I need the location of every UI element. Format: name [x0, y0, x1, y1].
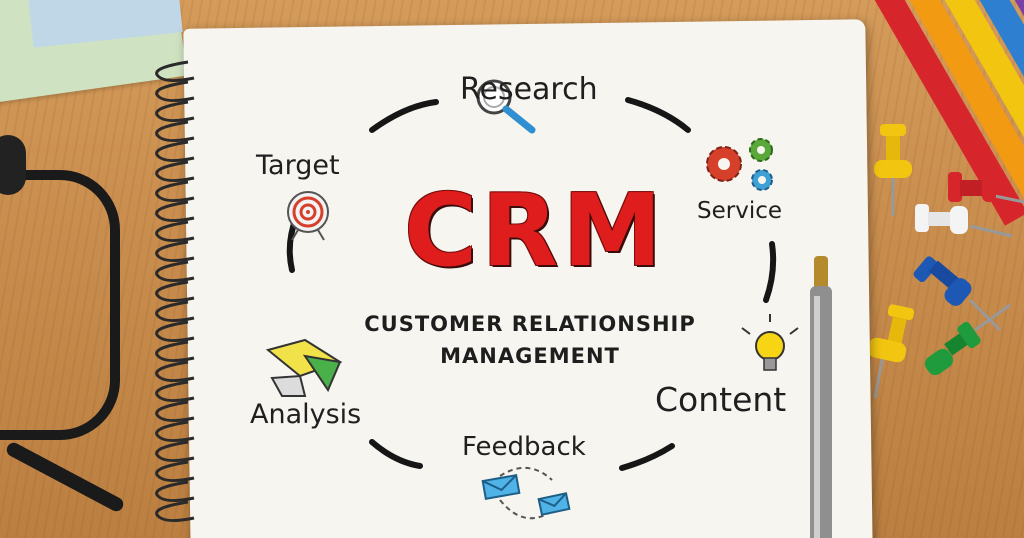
pencil-set: [840, 0, 1024, 226]
push-pin-white: [915, 204, 1013, 238]
cycle-arcs: [286, 97, 777, 471]
pen-icon: [810, 256, 832, 538]
spiral-binding: [155, 60, 195, 523]
eyeglasses-frame: [0, 170, 120, 440]
subtitle-line-2: MANAGEMENT: [440, 344, 620, 368]
eyeglasses-hinge: [0, 135, 26, 195]
push-pin-yellow-bottom: [867, 304, 915, 399]
gear-blue: [751, 169, 773, 191]
lightbulb-icon: [741, 314, 799, 371]
gear-green: [749, 138, 773, 162]
push-pin-green: [924, 303, 1011, 376]
label-feedback: Feedback: [462, 432, 586, 462]
gear-red: [706, 146, 742, 182]
label-research: Research: [460, 72, 598, 107]
push-pins: [867, 124, 1024, 399]
push-pin-yellow-top: [874, 124, 912, 216]
label-analysis: Analysis: [250, 399, 362, 430]
envelopes-icon: [481, 467, 571, 520]
crm-title: CRM: [404, 172, 666, 289]
envelope-left: [481, 474, 521, 500]
push-pin-red: [948, 172, 1024, 204]
pie-chart-icon: [265, 338, 343, 397]
target-icon: [287, 191, 329, 241]
magnifier-icon: [476, 79, 536, 134]
label-content: Content: [655, 380, 787, 419]
label-service: Service: [697, 198, 783, 224]
subtitle-line-1: CUSTOMER RELATIONSHIP: [364, 312, 696, 336]
push-pin-blue: [913, 256, 1002, 332]
label-target: Target: [256, 150, 340, 181]
envelope-right: [537, 492, 571, 516]
gears-icon: [706, 138, 773, 191]
